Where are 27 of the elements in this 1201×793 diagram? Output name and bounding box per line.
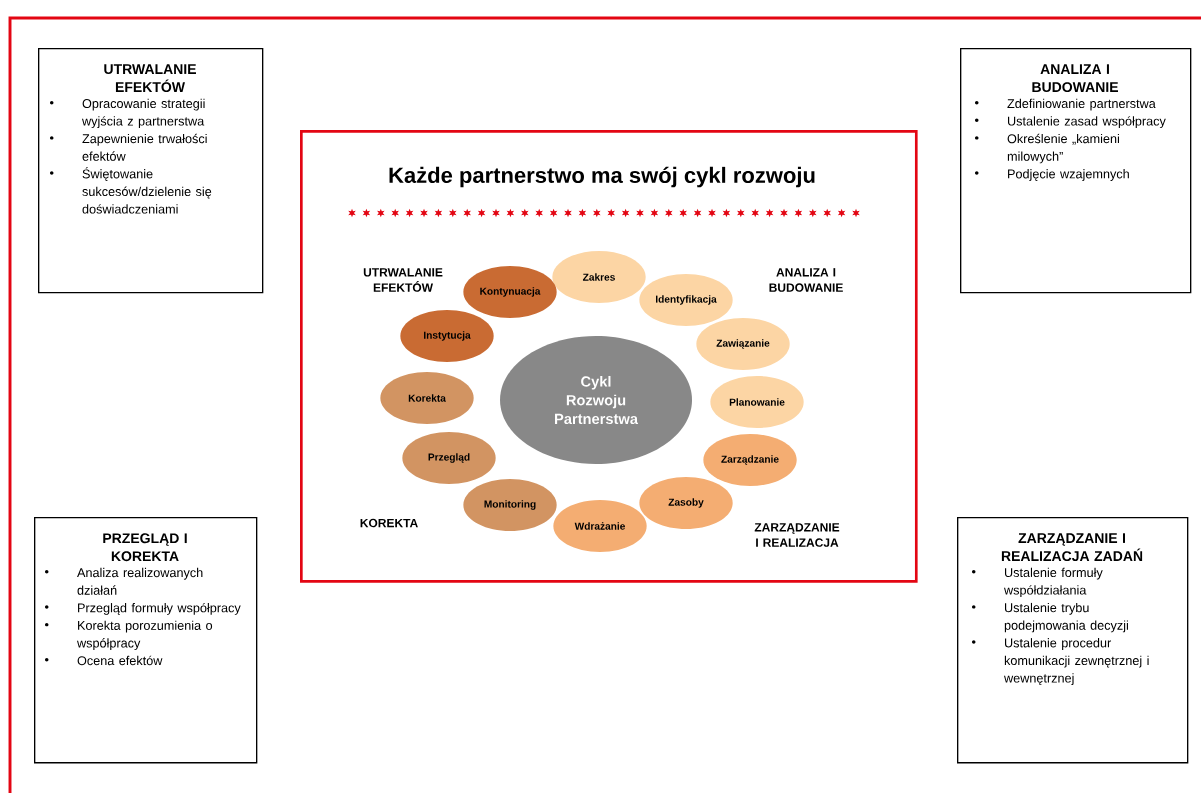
bullet-item: Podjęcie wzajemnych [975, 169, 1129, 181]
phase-label: KOREKTA [360, 518, 418, 528]
bullet-item: Świętowanie sukcesów/dzielenie się doświadczeniami [50, 166, 212, 214]
bullet-item: Przegląd formuły współpracy [45, 602, 241, 615]
phase-label: ANALIZA I BUDOWANIE [769, 268, 843, 292]
info-box [960, 48, 1192, 294]
bullet-item: Ustalenie procedur komunikacji zewnętrznej i wewnętrznej [972, 638, 1149, 686]
bullet-item: Zapewnienie trwałości efektów [50, 133, 207, 161]
bullet-item: Określenie „kamieni milowych” [975, 133, 1119, 164]
box-heading: ANALIZA I BUDOWANIE [1032, 64, 1118, 93]
bullet-item: Analiza realizowanych działań [45, 567, 203, 595]
bullet-item: Korekta porozumienia o współpracy [45, 620, 213, 651]
phase-label: UTRWALANIE EFEKTÓW [363, 268, 443, 292]
bullet-item: Ustalenie zasad współpracy [975, 116, 1166, 129]
phase-label: ZARZĄDZANIE I REALIZACJA [754, 523, 840, 547]
info-box [38, 48, 264, 294]
info-box [957, 517, 1189, 764]
box-heading: PRZEGLĄD I KOREKTA [103, 533, 187, 562]
box-heading: ZARZĄDZANIE I REALIZACJA ZADAŃ [1001, 533, 1143, 562]
bullet-item: Opracowanie strategii wyjścia z partnerstwa [50, 98, 205, 129]
info-box [34, 517, 258, 764]
panel-title: Każde partnerstwo ma swój cykl rozwoju [389, 166, 815, 188]
box-heading: UTRWALANIE EFEKTÓW [104, 64, 196, 93]
bullet-item: Zdefiniowanie partnerstwa [975, 98, 1156, 111]
bullet-item: Ocena efektów [45, 655, 163, 666]
bullet-item: Ustalenie formuły współdziałania [972, 567, 1103, 598]
bullet-item: Ustalenie trybu podejmowania decyzji [972, 602, 1128, 633]
